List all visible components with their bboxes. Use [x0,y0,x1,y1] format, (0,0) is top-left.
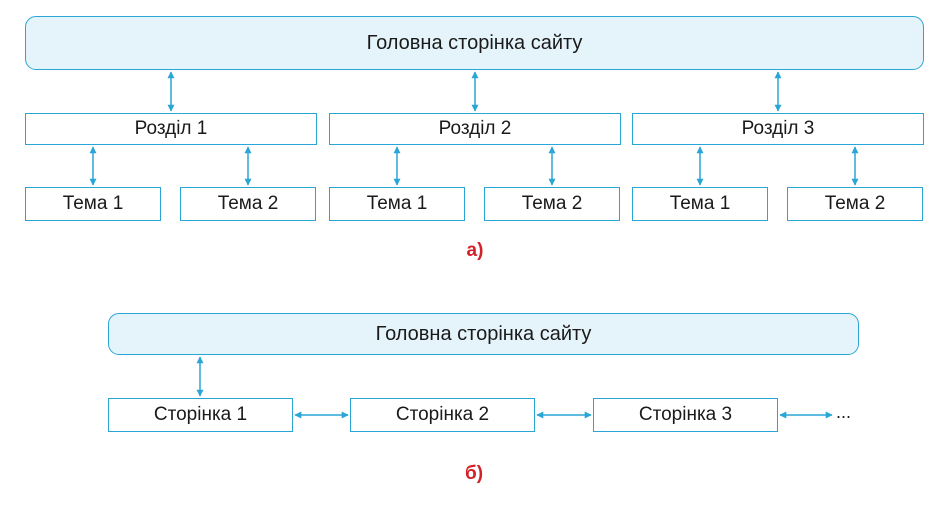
page-3-box: Сторінка 3 [593,398,778,432]
more-pages-ellipsis: ... [836,402,852,422]
section-2-topic-1-box: Тема 1 [329,187,465,221]
page-2-box: Сторінка 2 [350,398,535,432]
section-1-topic-1-box: Тема 1 [25,187,161,221]
caption-b: б) [464,463,484,484]
section-2-box: Розділ 2 [329,113,621,145]
section-3-topic-1-box: Тема 1 [632,187,768,221]
section-3-box: Розділ 3 [632,113,924,145]
section-2-topic-2-box: Тема 2 [484,187,620,221]
section-3-topic-2-box: Тема 2 [787,187,923,221]
page-1-box: Сторінка 1 [108,398,293,432]
caption-a: а) [466,240,484,261]
section-1-topic-2-box: Тема 2 [180,187,316,221]
home-page-box-a: Головна сторінка сайту [25,16,924,70]
section-1-box: Розділ 1 [25,113,317,145]
home-page-box-b: Головна сторінка сайту [108,313,859,355]
